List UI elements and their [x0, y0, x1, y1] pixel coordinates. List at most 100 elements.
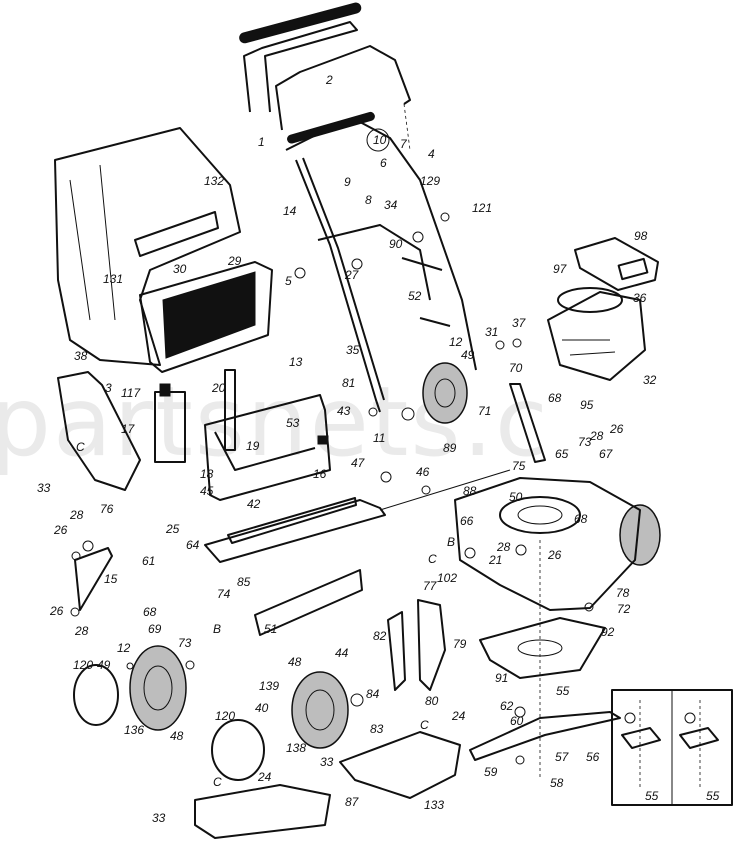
- part-callout: 95: [580, 398, 594, 412]
- part-callout: 131: [103, 272, 123, 286]
- part-callout: 28: [496, 540, 511, 554]
- part-callout: 121: [472, 201, 492, 215]
- part-callout: 2: [325, 73, 333, 87]
- part-callout: 28: [74, 624, 89, 638]
- part-callout: 58: [550, 776, 564, 790]
- part-callout: 36: [633, 291, 647, 305]
- part-callout: 85: [237, 575, 251, 589]
- part-callout: 15: [104, 572, 118, 586]
- axle-assembly: [204, 469, 511, 636]
- part-callout: 60: [510, 714, 524, 728]
- handle-grip: [239, 2, 362, 44]
- height-adjuster: [74, 547, 113, 611]
- part-callout: 136: [124, 723, 144, 737]
- part-callout: 34: [384, 198, 398, 212]
- part-callout: 68: [143, 605, 157, 619]
- wheel-rear-right: [291, 671, 349, 749]
- part-callout: 132: [204, 174, 224, 188]
- part-callout: 68: [548, 391, 562, 405]
- part-callout: 30: [173, 262, 187, 276]
- part-callout: 17: [121, 422, 136, 436]
- part-callout: 27: [344, 268, 360, 282]
- control-lever: [509, 383, 546, 463]
- part-callout: 19: [246, 439, 260, 453]
- part-callout: 13: [289, 355, 303, 369]
- part-callout: 90: [389, 237, 403, 251]
- part-callout: 12: [117, 641, 131, 655]
- side-plate: [417, 599, 446, 691]
- part-callout: 21: [488, 553, 502, 567]
- part-callout: 26: [53, 523, 68, 537]
- inset-detail-box: [611, 689, 733, 806]
- part-callout: 33: [320, 755, 334, 769]
- part-callout: 72: [617, 602, 631, 616]
- hubcap-left: [73, 664, 119, 726]
- part-callout: 98: [634, 229, 648, 243]
- lower-handle: [285, 111, 477, 413]
- part-callout: 4: [428, 147, 435, 161]
- part-callout: 10: [373, 133, 387, 147]
- chute-deflector: [194, 784, 331, 839]
- part-callout: 77: [423, 579, 438, 593]
- part-callout: 33: [152, 811, 166, 825]
- part-callout: 73: [578, 435, 592, 449]
- part-callout: 24: [257, 770, 272, 784]
- part-callout: 7: [400, 137, 408, 151]
- rear-skirt: [254, 569, 363, 636]
- part-callout: 26: [547, 548, 562, 562]
- bottom-guards: [194, 731, 461, 839]
- part-callout: 139: [259, 679, 279, 693]
- part-callout: 64: [186, 538, 200, 552]
- part-callout: 47: [351, 456, 366, 470]
- part-callout: 24: [451, 709, 466, 723]
- part-callout: 78: [616, 586, 630, 600]
- part-callout: 49: [461, 348, 475, 362]
- wheels: [73, 362, 661, 781]
- part-callout: 92: [601, 625, 615, 639]
- part-callout: 26: [49, 604, 64, 618]
- part-callout: C: [76, 440, 85, 454]
- part-callout: 37: [512, 316, 527, 330]
- decal-ten: [366, 128, 390, 152]
- part-callout: 102: [437, 571, 457, 585]
- part-callout: 117: [121, 386, 141, 400]
- part-callout: 68: [574, 512, 588, 526]
- hubcap-right: [211, 719, 265, 781]
- part-callout: 56: [586, 750, 600, 764]
- grass-bag: [54, 127, 273, 373]
- part-callout: 57: [555, 750, 570, 764]
- part-callout: 32: [643, 373, 657, 387]
- part-callout: 50: [509, 490, 523, 504]
- part-callout: 45: [200, 484, 214, 498]
- part-callout: 129: [420, 174, 440, 188]
- mower-deck: [454, 477, 641, 780]
- part-callout: 79: [453, 637, 467, 651]
- wheel-rear-left: [129, 645, 187, 731]
- part-callout: 81: [342, 376, 355, 390]
- part-callout: 71: [478, 404, 491, 418]
- upper-handle: [239, 2, 411, 151]
- part-callout: 53: [286, 416, 300, 430]
- part-callout: 43: [337, 404, 351, 418]
- part-callout: 52: [408, 289, 422, 303]
- part-callout: 8: [365, 193, 372, 207]
- part-callout: 51: [264, 622, 277, 636]
- part-callout: C: [428, 552, 437, 566]
- part-callout: 40: [255, 701, 269, 715]
- part-callout: 97: [553, 262, 568, 276]
- part-callout: 133: [424, 798, 444, 812]
- part-callout: 12: [449, 335, 463, 349]
- engine: [547, 237, 659, 381]
- part-callout: 44: [335, 646, 349, 660]
- part-callout: 42: [247, 497, 261, 511]
- part-callout: 31: [485, 325, 498, 339]
- part-callout: 1: [258, 135, 265, 149]
- rear-frame: [204, 369, 331, 501]
- part-callout: 18: [200, 467, 214, 481]
- part-callout: 33: [37, 481, 51, 495]
- part-callout: 67: [599, 447, 614, 461]
- part-callout: 38: [74, 349, 88, 363]
- part-callout: 87: [345, 795, 360, 809]
